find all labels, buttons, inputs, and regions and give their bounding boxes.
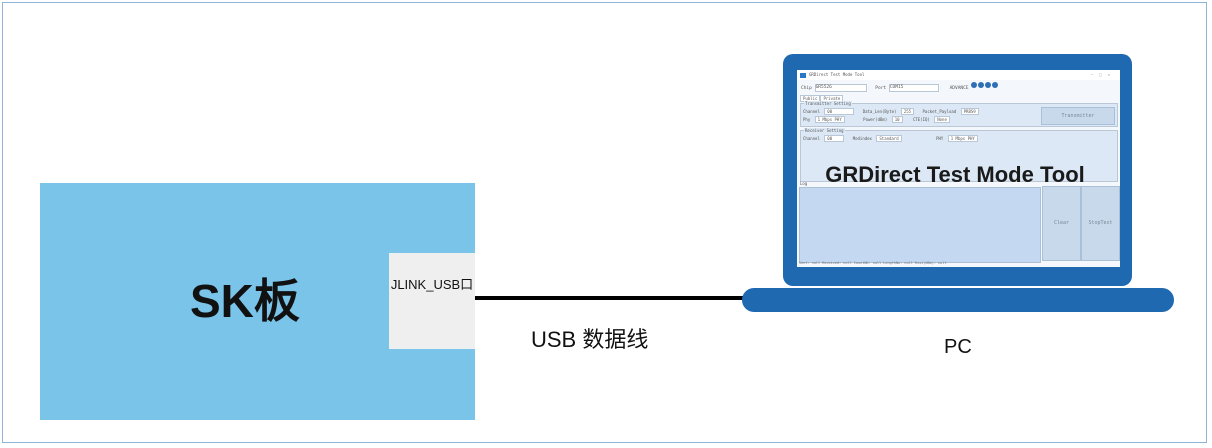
app-title-bar: GRDirect Test Mode Tool –□✕ (797, 70, 1120, 80)
port-label: Port (875, 86, 887, 91)
toolbar-icons (971, 82, 999, 93)
window-controls-icon: –□✕ (1090, 72, 1116, 77)
receiver-legend: Receiver Setting (804, 128, 845, 133)
rx-channel-value: 00 (824, 135, 845, 142)
pc-label: PC (944, 336, 972, 358)
log-label: Log (800, 181, 808, 186)
rx-phy-label: PHY (936, 136, 944, 141)
tx-power-value: 10 (891, 116, 903, 123)
sk-board-label: SK板 (190, 275, 300, 327)
app-icon (800, 72, 806, 78)
tx-cte-value: None (934, 116, 950, 123)
tx-data-len-value: 255 (900, 108, 915, 115)
laptop-base (742, 288, 1174, 312)
port-select: COM15 (888, 83, 939, 92)
rx-channel-label: Channel (803, 136, 820, 141)
usb-cable-label: USB 数据线 (531, 327, 649, 352)
app-title-overlay: GRDirect Test Mode Tool (825, 162, 1085, 187)
transmitter-button: Transmitter (1041, 107, 1115, 125)
tx-power-label: Power(dBm) (863, 117, 888, 122)
tx-phy-value: 1 Mbps PHY (814, 116, 845, 123)
rx-phy-value: 1 Mbps PHY (947, 135, 978, 142)
rx-modindex-value: Standard (876, 135, 902, 142)
tx-payload-value: PRBS9 (960, 108, 979, 115)
chip-select: GR5526 (814, 83, 867, 92)
app-toolbar: Chip GR5526 Port COM15 ADVANCE (797, 82, 1120, 92)
rx-modindex-label: Modindex (852, 136, 872, 141)
tx-channel-value: 00 (824, 108, 855, 115)
usb-cable (475, 296, 743, 300)
app-window-title: GRDirect Test Mode Tool (809, 72, 865, 77)
stop-test-button: StopTest (1081, 186, 1120, 261)
tx-row-2: Phy 1 Mbps PHY Power(dBm) 10 CTE(IQ) Non… (803, 116, 952, 123)
tx-row-1: Channel 00 Data_Len(Byte) 255 Packet_Pay… (803, 108, 981, 115)
tx-channel-label: Channel (803, 109, 820, 114)
advance-label: ADVANCE (949, 86, 969, 91)
receiver-group: Receiver Setting Channel 00 Modindex Sta… (800, 128, 1118, 182)
log-area (799, 187, 1041, 263)
app-window-screenshot: GRDirect Test Mode Tool –□✕ Chip GR5526 … (797, 70, 1120, 267)
diagram-frame (2, 2, 1207, 443)
clear-button: Clear (1042, 186, 1081, 261)
tx-data-len-label: Data_Len(Byte) (862, 109, 897, 114)
tx-cte-label: CTE(IQ) (912, 117, 930, 122)
transmitter-legend: Transmitter Setting (804, 101, 852, 106)
status-bar: Sent: null Received: null CountNO: null … (799, 261, 947, 265)
chip-label: Chip (801, 86, 812, 91)
rx-row: Channel 00 Modindex Standard PHY 1 Mbps … (803, 135, 980, 142)
jlink-usb-port: JLINK_USB口 (389, 253, 475, 349)
tx-phy-label: Phy (803, 117, 811, 122)
tx-payload-label: Packet_Payload (922, 109, 957, 114)
transmitter-group: Transmitter Setting Channel 00 Data_Len(… (800, 101, 1118, 127)
